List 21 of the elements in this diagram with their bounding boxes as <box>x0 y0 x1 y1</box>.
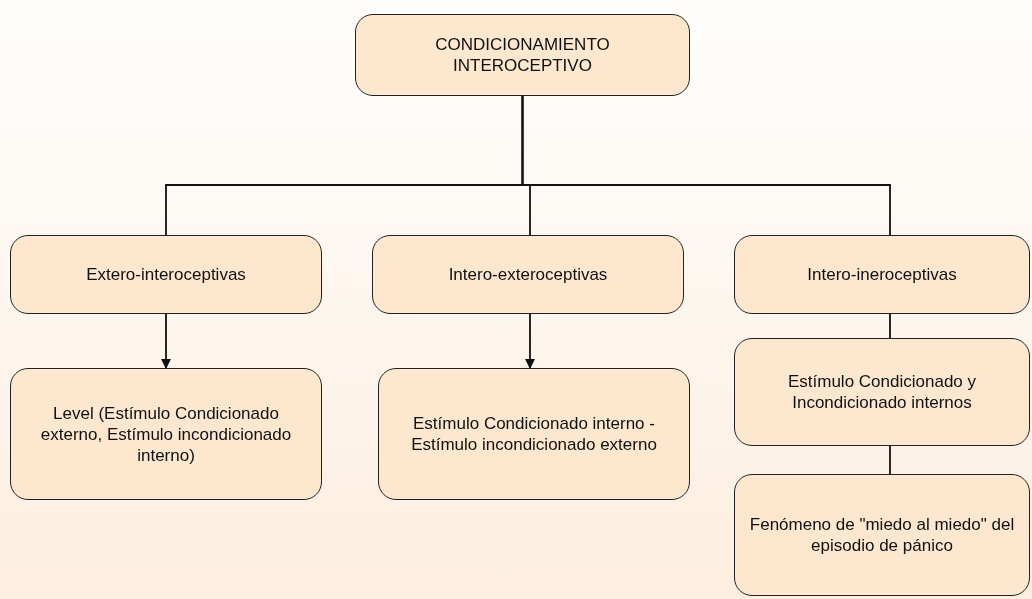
category-box <box>734 235 1030 314</box>
node-text: Fenómeno de "miedo al miedo" del episodio de pánico <box>748 514 1016 556</box>
category-box <box>734 474 1030 596</box>
arrow <box>525 313 535 369</box>
node-text: Extero-interoceptivas <box>86 264 246 285</box>
category-box <box>10 235 322 314</box>
node-text: Intero-ineroceptivas <box>807 264 957 285</box>
arrow <box>161 313 171 369</box>
category-box <box>734 338 1030 446</box>
category-box <box>378 368 690 500</box>
node-text: Intero-exteroceptivas <box>448 264 608 285</box>
category-box <box>10 368 322 500</box>
connector-line <box>889 445 891 475</box>
node-text: Level (Estímulo Condicionado externo, Estímulo incondicionado interno) <box>39 402 293 466</box>
node-text: CONDICIONAMIENTO INTEROCEPTIVO <box>434 34 611 76</box>
connector-line <box>889 313 891 339</box>
connector-line <box>521 95 891 236</box>
root-box <box>355 14 690 96</box>
node-text: Estímulo Condicionado interno - Estímulo incondicionado externo <box>410 413 658 455</box>
node-text: Estímulo Condicionado y Incondicionado internos <box>786 371 977 413</box>
category-box <box>372 235 684 314</box>
